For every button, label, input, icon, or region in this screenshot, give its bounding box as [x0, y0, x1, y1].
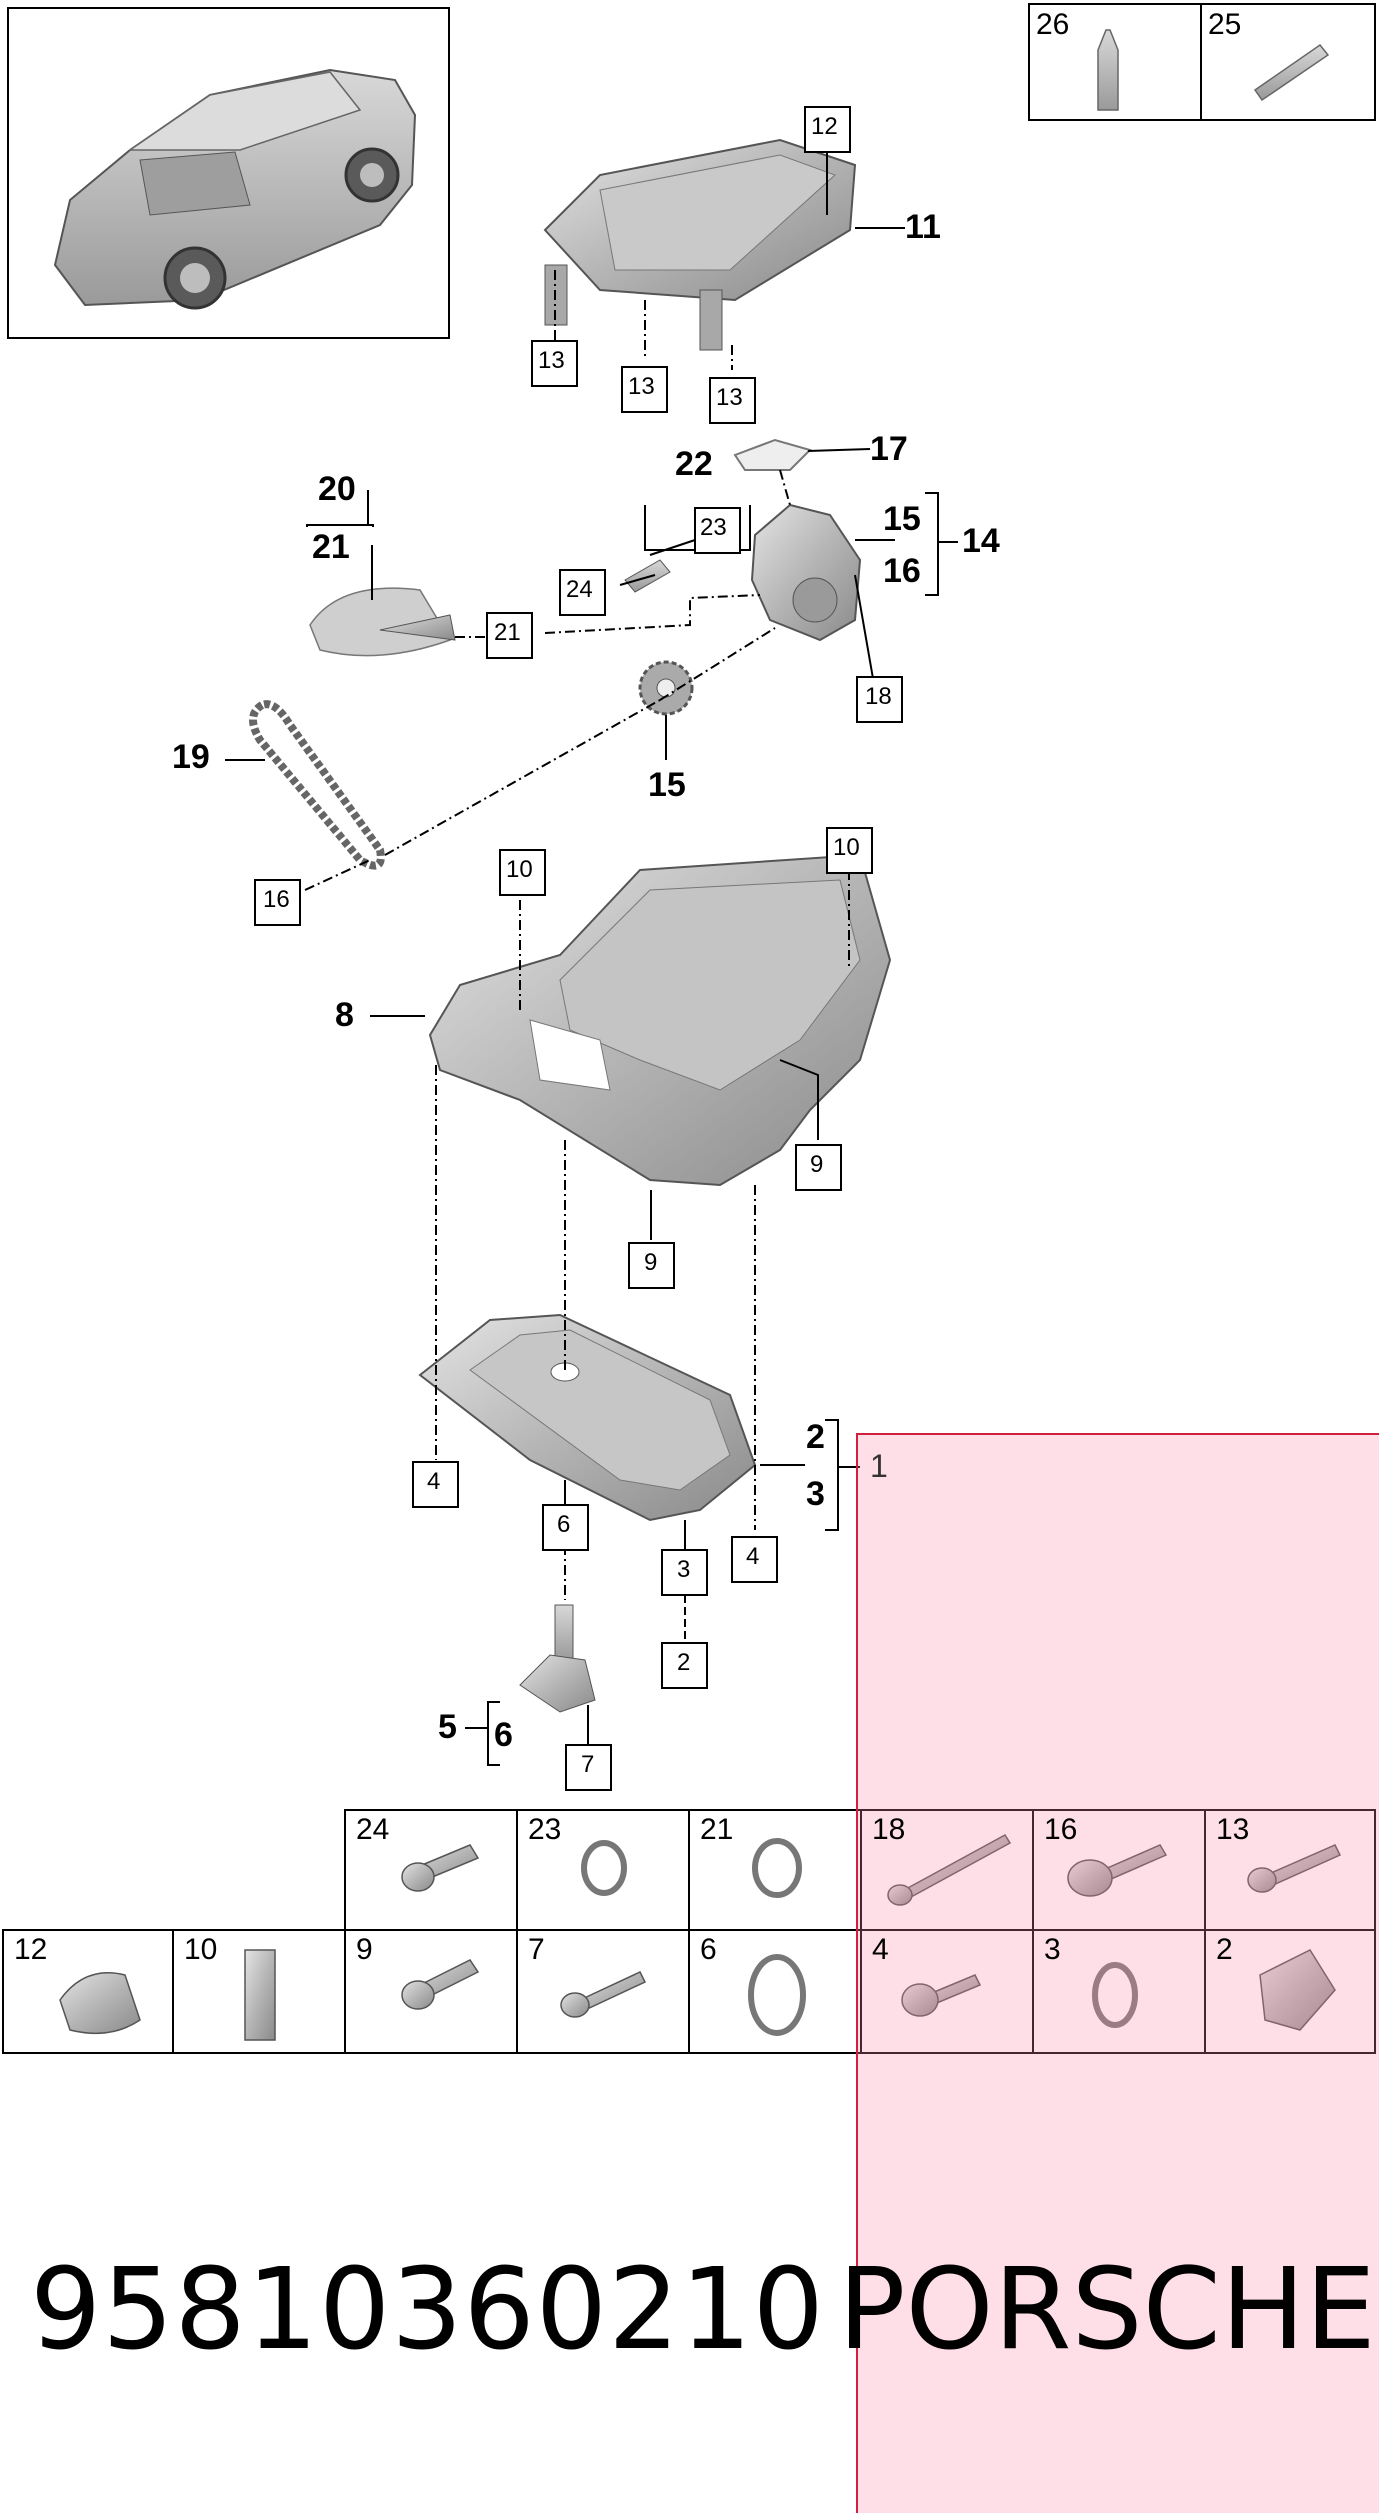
- callout-8: 8: [335, 996, 354, 1034]
- part-1-lower-oil-pan: [418, 1313, 757, 1522]
- grid-label: 23: [528, 1813, 562, 1846]
- callout-22: 22: [675, 445, 713, 483]
- grid-label: 4: [872, 1933, 889, 1966]
- grid-label: 13: [1216, 1813, 1250, 1846]
- callout-13a: 13: [538, 347, 565, 374]
- part-8-oil-pan: [428, 853, 892, 1187]
- callout-16a: 16: [883, 552, 921, 590]
- callout-15b: 15: [648, 766, 686, 804]
- vehicle-thumbnail: [7, 7, 450, 339]
- consumables-box: [1028, 3, 1376, 121]
- grid-label: 21: [700, 1813, 734, 1846]
- part-20-oil-baffle: [309, 587, 456, 657]
- oil-bottle-icon: [1097, 29, 1119, 111]
- callout-17: 17: [870, 430, 908, 468]
- callout-5: 5: [438, 1708, 457, 1746]
- callout-15a: 15: [883, 500, 921, 538]
- part-19-chain: [249, 700, 385, 870]
- callout-3a: 3: [806, 1475, 825, 1513]
- callout-11: 11: [905, 208, 941, 246]
- part-15-sprocket: [638, 660, 694, 716]
- grid-label: 10: [184, 1933, 218, 1966]
- callout-4b: 4: [746, 1543, 760, 1570]
- callout-21a: 21: [312, 528, 350, 566]
- grid-part-icons: [59, 1834, 1342, 2041]
- callout-2a: 2: [806, 1418, 825, 1456]
- highlight-region: [856, 1433, 1379, 2513]
- callout-10b: 10: [833, 834, 860, 861]
- callout-9a: 9: [810, 1151, 824, 1178]
- callout-19: 19: [172, 738, 210, 776]
- callout-6b: 6: [494, 1716, 513, 1754]
- callout-21b: 21: [494, 619, 521, 646]
- grid-label: 12: [14, 1933, 48, 1966]
- grid-label: 6: [700, 1933, 717, 1966]
- part-17-gasket: [733, 438, 812, 471]
- grid-label: 7: [528, 1933, 545, 1966]
- consumable-label-26: 26: [1036, 8, 1070, 41]
- callout-18: 18: [865, 683, 892, 710]
- part-14-oil-pump: [733, 438, 862, 642]
- callout-9b: 9: [644, 1249, 658, 1276]
- callout-2b: 2: [677, 1649, 691, 1676]
- part-number: 95810360210: [30, 2245, 825, 2375]
- callout-13b: 13: [628, 373, 655, 400]
- consumable-label-25: 25: [1208, 8, 1242, 41]
- callout-6a: 6: [557, 1511, 571, 1538]
- callout-7: 7: [581, 1751, 595, 1778]
- callout-23: 23: [700, 514, 727, 541]
- callout-4a: 4: [427, 1468, 441, 1495]
- leader-lines: [225, 150, 958, 1766]
- callout-24: 24: [566, 576, 593, 603]
- parts-grid: [2, 1809, 1376, 2054]
- callout-boxes: [254, 106, 903, 1791]
- brand-name: PORSCHE: [838, 2245, 1376, 2375]
- callout-14: 14: [962, 522, 1000, 560]
- grid-label: 3: [1044, 1933, 1061, 1966]
- grid-label: 16: [1044, 1813, 1078, 1846]
- part-24-valve: [624, 559, 671, 593]
- grid-label: 24: [356, 1813, 390, 1846]
- callout-1: 1: [870, 1448, 888, 1484]
- part-11-upper-sump: [543, 138, 857, 351]
- part-6-oil-level-sensor: [519, 1604, 596, 1713]
- callout-3b: 3: [677, 1556, 691, 1583]
- grid-label: 2: [1216, 1933, 1233, 1966]
- callout-16b: 16: [263, 886, 290, 913]
- callout-20: 20: [318, 470, 356, 508]
- callout-13c: 13: [716, 384, 743, 411]
- callout-12: 12: [811, 113, 838, 140]
- paste-tube-icon: [1253, 43, 1330, 102]
- grid-label: 9: [356, 1933, 373, 1966]
- grid-label: 18: [872, 1813, 906, 1846]
- callout-10a: 10: [506, 856, 533, 883]
